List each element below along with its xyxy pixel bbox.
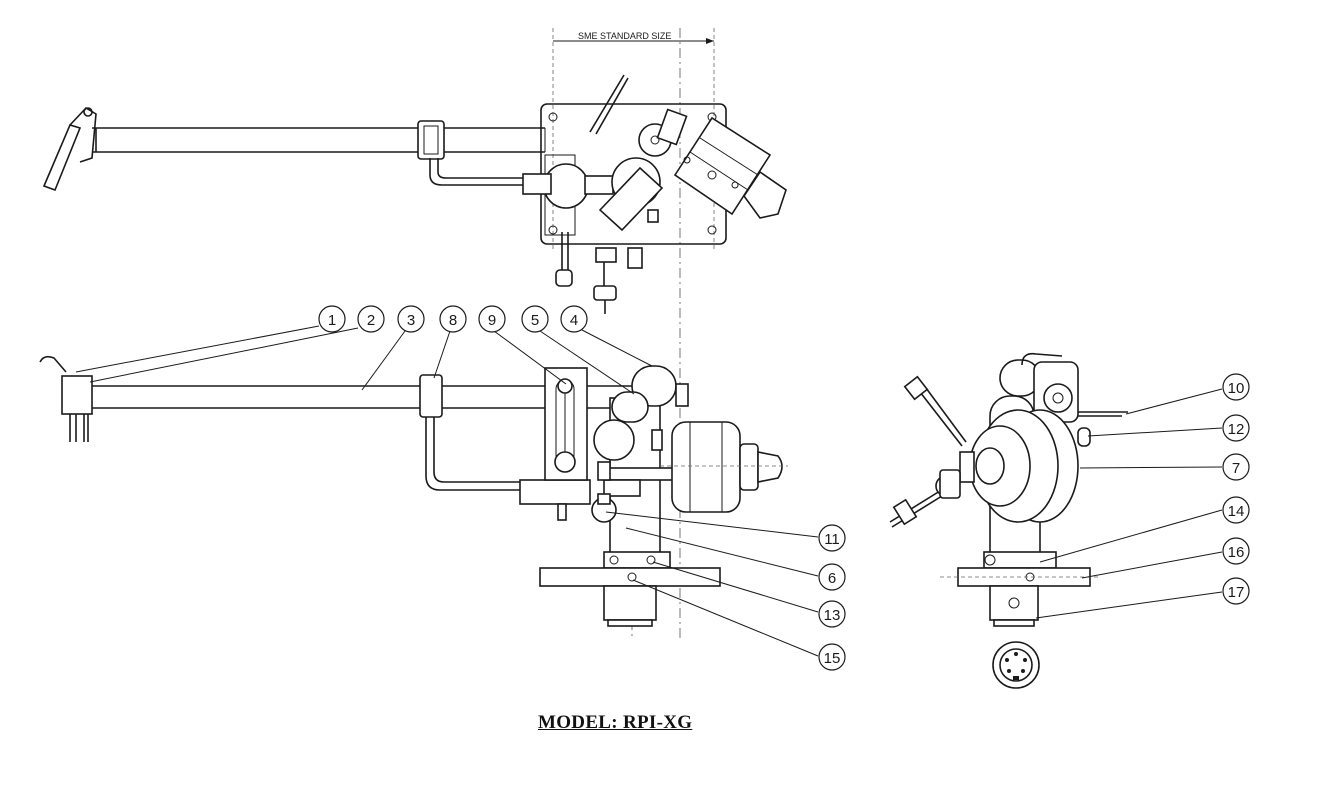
callout-6: 6 (818, 563, 846, 591)
callout-11: 11 (818, 524, 846, 552)
callout-1: 1 (318, 305, 346, 333)
leader-lines (75, 325, 1223, 657)
callout-3: 3 (397, 305, 425, 333)
callout-9: 9 (478, 305, 506, 333)
model-title: MODEL: RPI-XG (538, 712, 693, 733)
callout-6-label: 6 (828, 570, 836, 587)
callout-15-label: 15 (824, 650, 841, 667)
callout-8-label: 8 (449, 312, 457, 329)
callout-17-label: 17 (1228, 584, 1245, 601)
callout-13: 13 (818, 600, 846, 628)
callout-9-label: 9 (488, 312, 496, 329)
callout-5: 5 (521, 305, 549, 333)
sme-dimension: SME STANDARD SIZE (552, 28, 715, 250)
callout-10-label: 10 (1228, 380, 1245, 397)
callout-12: 12 (1222, 414, 1250, 442)
callout-7: 7 (1222, 453, 1250, 481)
callout-5-label: 5 (531, 312, 539, 329)
callout-14: 14 (1222, 496, 1250, 524)
sme-standard-size-label: SME STANDARD SIZE (578, 31, 671, 41)
callout-13-label: 13 (824, 607, 841, 624)
callout-14-label: 14 (1228, 503, 1245, 520)
callout-4: 4 (560, 305, 588, 333)
callout-10: 10 (1222, 373, 1250, 401)
callout-7-label: 7 (1232, 460, 1240, 477)
callout-12-label: 12 (1228, 421, 1245, 438)
front-view (889, 352, 1128, 689)
callout-3-label: 3 (407, 312, 415, 329)
callout-2-label: 2 (367, 312, 375, 329)
callout-2: 2 (357, 305, 385, 333)
side-view (39, 355, 788, 627)
callout-16-label: 16 (1228, 544, 1245, 561)
callout-8: 8 (439, 305, 467, 333)
callout-1-label: 1 (328, 312, 336, 329)
callout-15: 15 (818, 643, 846, 671)
callout-11-label: 11 (824, 531, 840, 548)
callout-16: 16 (1222, 537, 1250, 565)
top-view (42, 74, 787, 314)
callout-4-label: 4 (570, 312, 578, 329)
callout-17: 17 (1222, 577, 1250, 605)
